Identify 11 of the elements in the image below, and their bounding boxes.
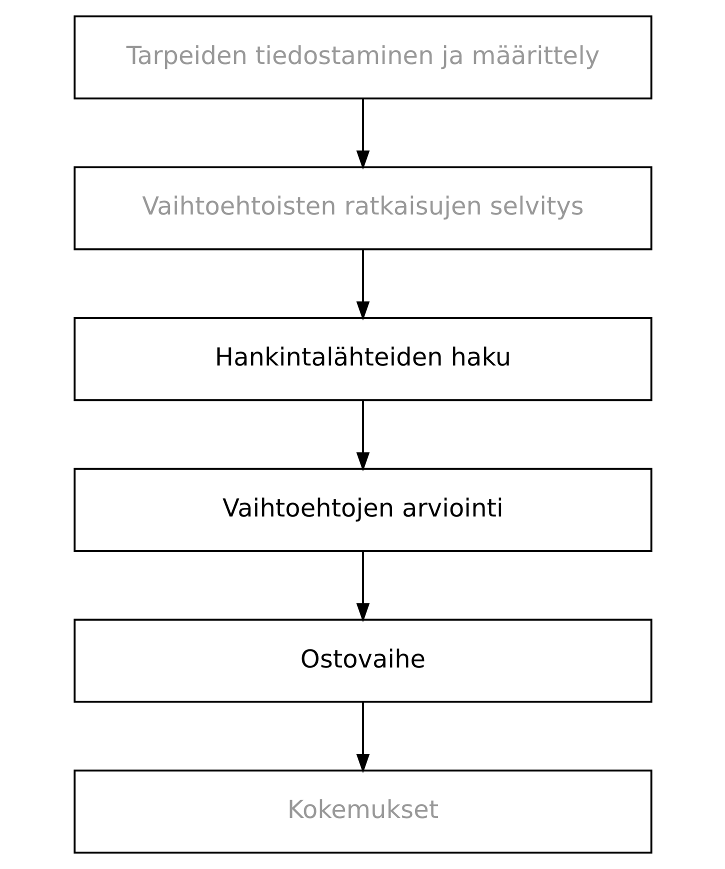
arrow <box>356 702 370 774</box>
node-box: Kokemukset <box>73 770 652 854</box>
arrow <box>356 250 370 321</box>
node-box: Ostovaihe <box>73 618 652 703</box>
node-box: Vaihtoehtojen arviointi <box>73 468 652 552</box>
node-box: Vaihtoehtoisten ratkaisujen selvitys <box>73 166 652 250</box>
node-box: Tarpeiden tiedostaminen ja määrittely <box>73 15 652 100</box>
arrow <box>356 400 370 472</box>
node-box: Hankintalähteiden haku <box>73 317 652 402</box>
arrow <box>356 98 370 170</box>
arrow <box>356 551 370 622</box>
